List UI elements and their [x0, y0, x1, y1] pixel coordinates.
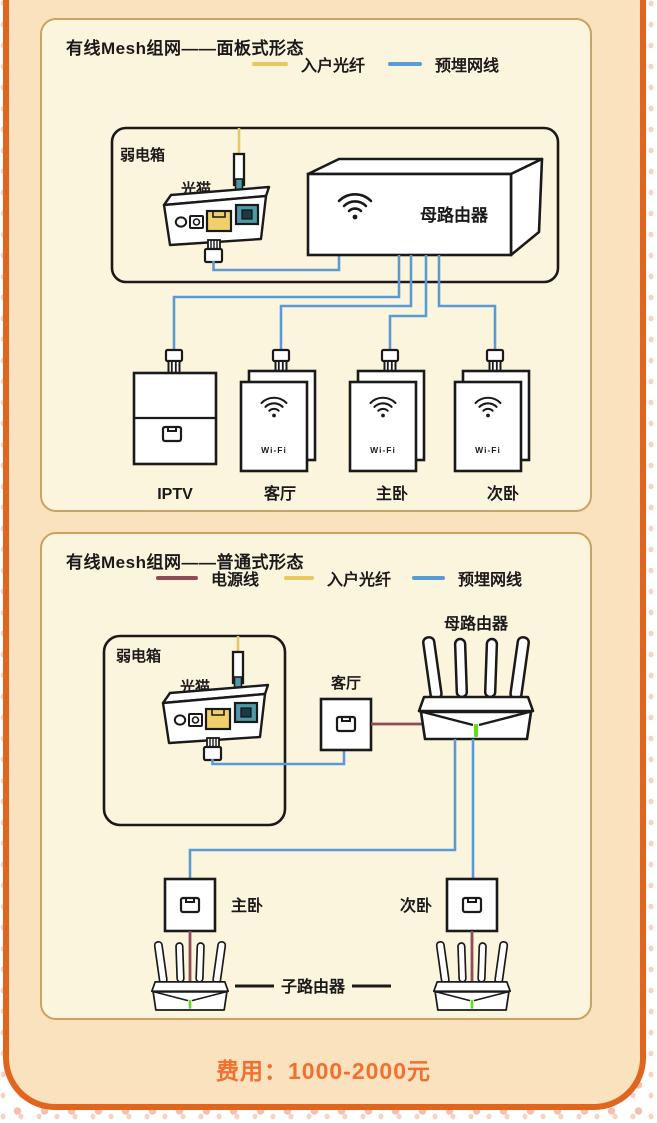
second-wall-plate [445, 877, 499, 933]
lan-cable-master [188, 739, 457, 879]
lan-cable-master [388, 255, 428, 350]
wifi-panel-master: Wi-Fi [348, 369, 426, 473]
legend-power-label: 电源线 [211, 572, 260, 589]
weak-current-box [110, 126, 560, 284]
rj45-jack-icon [179, 896, 201, 914]
panel2-diagram: 弱电箱 光猫 客厅 母路由器 主卧 次卧 [102, 614, 535, 1011]
lan-line-swatch [388, 62, 422, 66]
weak-box-label: 弱电箱 [120, 146, 165, 164]
power-line-swatch [156, 576, 198, 580]
lan-cable-iptv [172, 255, 401, 350]
legend-lan-label: 预埋网线 [435, 58, 500, 75]
fiber-line-swatch [284, 576, 314, 580]
panel-wired-mesh-regular-form: 有线Mesh组网——普通式形态 电源线 入户光纤 预埋网线 弱电箱 光猫 客厅 … [40, 532, 592, 1020]
wifi-panel-living: Wi-Fi [239, 369, 317, 473]
lan-line-swatch [412, 576, 445, 580]
rj45-jack-icon [461, 896, 483, 914]
label-master: 主卧 [376, 484, 408, 503]
panel-wired-mesh-panel-form: 有线Mesh组网——面板式形态 入户光纤 预埋网线 [40, 18, 592, 512]
legend-power: 电源线 [156, 568, 260, 589]
master-plate-label: 主卧 [231, 896, 263, 915]
legend-fiber-label: 入户光纤 [327, 572, 392, 589]
wifi-panel-second: Wi-Fi [453, 369, 531, 473]
rj45-jack-icon [161, 425, 183, 443]
label-living: 客厅 [264, 484, 296, 503]
rj45-jack-icon [335, 715, 357, 733]
mother-router [417, 635, 535, 741]
weak-current-box [102, 634, 287, 827]
master-wall-plate [163, 877, 217, 933]
plug-icon-iptv [164, 348, 184, 375]
legend-lan: 预埋网线 [412, 568, 523, 589]
living-plate-label: 客厅 [330, 674, 361, 692]
plug-icon-master [380, 348, 400, 375]
label-iptv: IPTV [157, 486, 193, 503]
mother-router: 母路由器 [306, 157, 544, 257]
legend-lan: 预埋网线 [388, 54, 500, 75]
cost-text: 费用：1000-2000元 [216, 1058, 431, 1084]
living-wall-plate [319, 697, 373, 752]
child-router-label: 子路由器 [281, 977, 346, 996]
plug-icon-living [271, 348, 291, 375]
panel1-diagram: 弱电箱 光猫 母路由器 [110, 126, 560, 503]
lan-cable-second [437, 255, 497, 350]
legend-fiber: 入户光纤 [284, 568, 392, 589]
lan-cable-modem-router [212, 255, 341, 272]
plug-icon-second [485, 348, 505, 375]
panel1-title: 有线Mesh组网——面板式形态 [66, 39, 304, 58]
legend-lan-label: 预埋网线 [458, 572, 523, 589]
wifi-text: Wi-Fi [261, 445, 287, 455]
optical-modem [161, 650, 270, 762]
mother-router-label: 母路由器 [420, 205, 489, 225]
fiber-line-swatch [252, 62, 288, 66]
legend-fiber-label: 入户光纤 [301, 58, 366, 75]
weak-box-label: 弱电箱 [116, 647, 161, 665]
iptv-panel [132, 371, 218, 466]
mother-router-label: 母路由器 [444, 614, 509, 633]
lan-cable-modem-living [211, 750, 346, 766]
label-second: 次卧 [487, 484, 519, 503]
second-plate-label: 次卧 [400, 896, 432, 915]
legend-fiber: 入户光纤 [252, 54, 366, 75]
wifi-text: Wi-Fi [475, 445, 501, 455]
wifi-text: Wi-Fi [370, 445, 396, 455]
panel2-title: 有线Mesh组网——普通式形态 [66, 553, 304, 572]
optical-modem [162, 152, 271, 264]
lan-cable-living [279, 255, 413, 350]
